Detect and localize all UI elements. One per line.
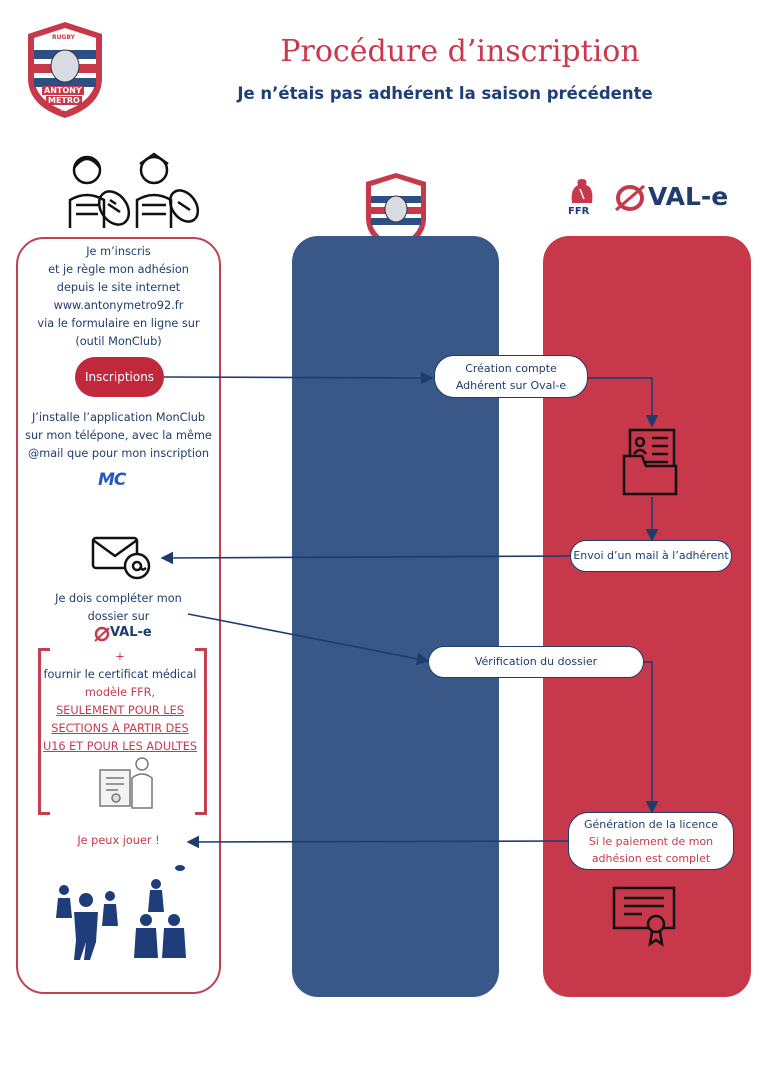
ovale-label: VAL-e	[648, 182, 729, 211]
certif-underline: SEULEMENT POUR LES	[56, 704, 184, 717]
intro-line: depuis le site internet	[56, 281, 181, 294]
dossier-line: dossier sur	[87, 610, 150, 623]
dossier-line: Je dois compléter mon	[55, 592, 182, 605]
verification-pill: Vérification du dossier	[428, 646, 644, 678]
arrow-inscriptions-to-creation	[163, 371, 434, 385]
club-logo-small	[363, 171, 429, 253]
ovale-logo: VAL-e	[614, 182, 734, 218]
intro-line: via le formulaire en ligne sur	[37, 317, 200, 330]
creation-pill: Création compte Adhérent sur Oval-e	[434, 355, 588, 398]
certif-underline: U16 ET POUR LES ADULTES	[42, 740, 198, 753]
intro-line: www.antonymetro92.fr	[53, 299, 184, 312]
certif-text: + fournir le certificat médical modèle F…	[40, 648, 200, 756]
app-line: sur mon télépone, avec la même	[25, 429, 212, 442]
bracket-right	[195, 648, 207, 815]
play-text: Je peux jouer !	[77, 834, 160, 847]
doctor-certificate-icon	[98, 756, 158, 810]
generation-line: Génération de la licence	[583, 818, 719, 831]
intro-line: (outil MonClub)	[75, 335, 162, 348]
monclub-logo: MC	[98, 470, 126, 490]
arrow-mail-to-left	[160, 551, 571, 565]
intro-line: Je m’inscris	[86, 245, 151, 258]
arrow-dossier-to-verification	[187, 613, 430, 666]
certif-line: fournir le certificat médical	[43, 668, 197, 681]
page-title: Procédure d’inscription	[280, 34, 640, 69]
dossier-text: Je dois compléter mon dossier sur	[20, 590, 217, 626]
ffr-label: FFR	[568, 206, 590, 217]
logo-top-text: RUGBY	[52, 34, 76, 41]
app-line: @mail que pour mon inscription	[27, 447, 210, 460]
logo-name-1: ANTONY	[42, 86, 84, 95]
certif-underline: SECTIONS À PARTIR DES	[51, 722, 189, 735]
arrow-verification-to-generation	[642, 661, 659, 814]
mail-at-icon	[91, 534, 153, 580]
club-logo: RUGBY ANTONY METRO 92	[24, 20, 106, 120]
left-column	[16, 237, 221, 994]
folder-document-icon	[620, 426, 680, 498]
ovale-small-label: VAL-e	[110, 625, 152, 640]
mail-pill: Envoi d’un mail à l’adhérent	[570, 540, 732, 572]
logo-name-2: METRO	[46, 96, 82, 105]
intro-line: et je règle mon adhésion	[48, 263, 189, 276]
bracket-left	[38, 648, 50, 815]
intro-text: Je m’inscris et je règle mon adhésion de…	[20, 243, 217, 351]
ovale-small-logo: VAL-e	[94, 625, 154, 643]
creation-line: Création compte	[465, 362, 557, 375]
plus-sign: +	[115, 650, 125, 663]
players-icon	[52, 862, 192, 962]
page-subtitle: Je n’étais pas adhérent la saison précéd…	[237, 84, 653, 103]
logo-number: 92	[60, 106, 68, 113]
rooster-icon	[566, 177, 598, 205]
generation-pill: Génération de la licence Si le paiement …	[568, 812, 734, 870]
generation-red: adhésion est complet	[591, 852, 711, 865]
app-line: J’installe l’application MonClub	[31, 411, 206, 424]
creation-line: Adhérent sur Oval-e	[455, 379, 567, 392]
app-text: J’installe l’application MonClub sur mon…	[20, 409, 217, 463]
generation-red: Si le paiement de mon	[588, 835, 714, 848]
inscriptions-button[interactable]: Inscriptions	[75, 357, 164, 397]
arrow-creation-to-folder	[588, 377, 659, 428]
diploma-icon	[612, 884, 676, 948]
certif-red: modèle FFR,	[84, 686, 156, 699]
arrow-generation-to-play	[186, 835, 569, 849]
kids-with-ball-icon	[62, 150, 200, 230]
